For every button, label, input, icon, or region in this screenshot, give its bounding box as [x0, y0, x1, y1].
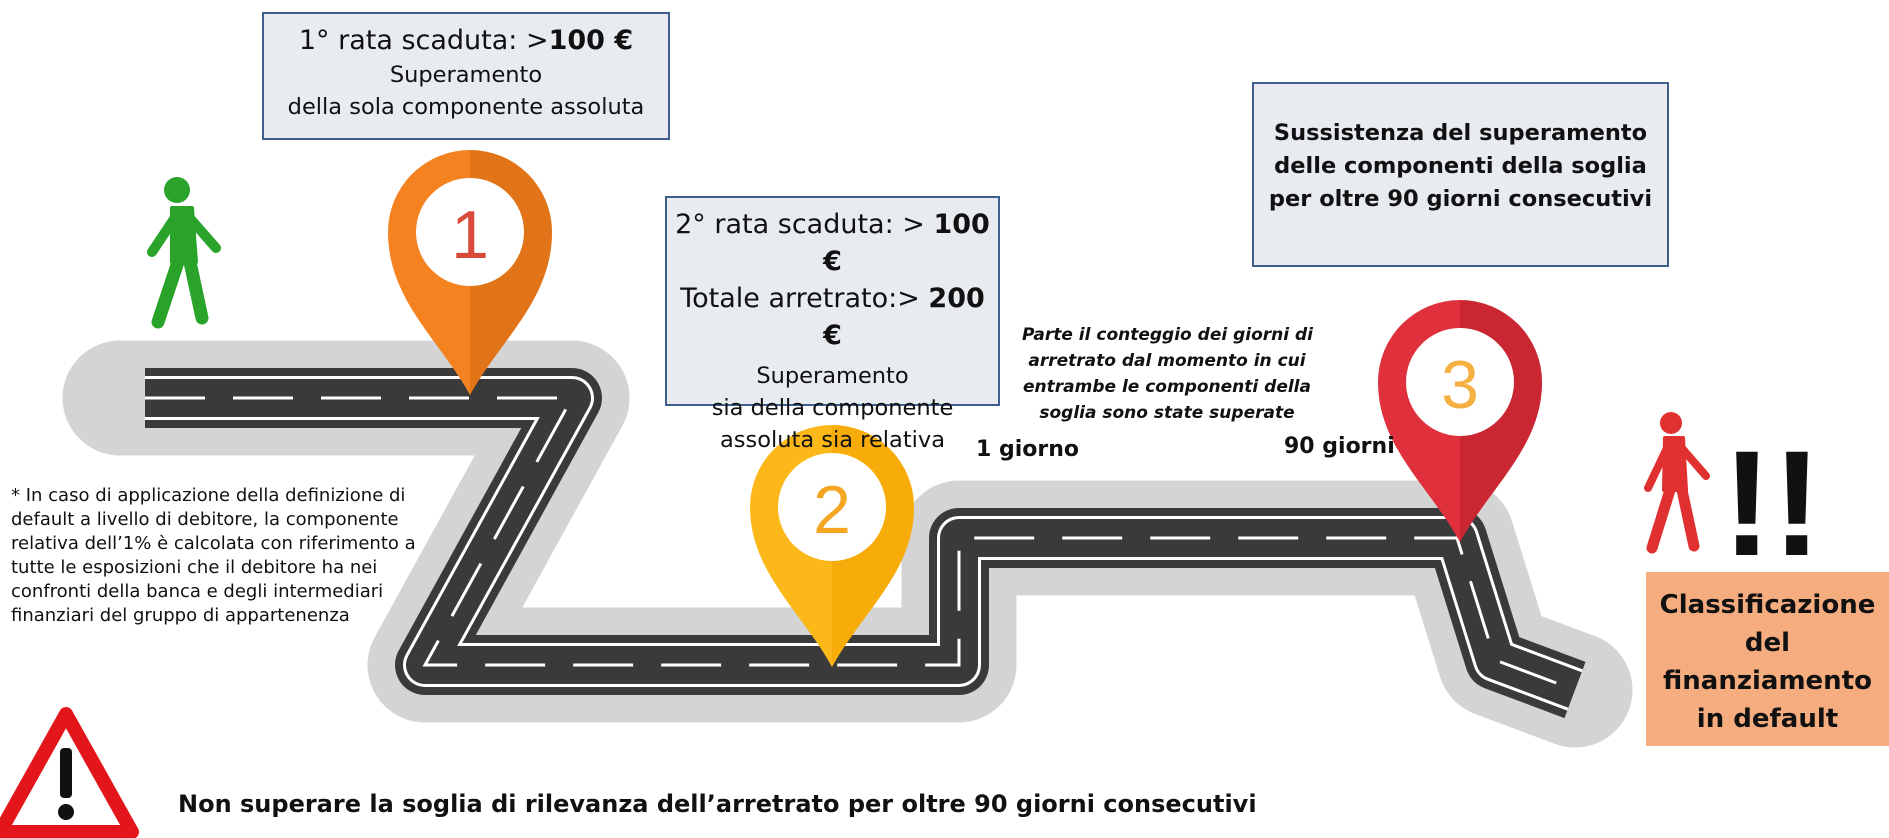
- pin-3-number: 3: [1441, 347, 1479, 423]
- step-1-rata-value: 100 €: [548, 25, 634, 56]
- footnote-line: confronti della banca e degli intermedia…: [11, 581, 384, 602]
- pin-3-marker: 3: [1378, 300, 1542, 542]
- walker-start-icon: [147, 177, 221, 329]
- pin-1-number: 1: [451, 197, 489, 273]
- default-line: finanziamento: [1663, 666, 1872, 696]
- day-1-label: 1 giorno: [976, 437, 1079, 462]
- warning-icon: [0, 707, 139, 838]
- counting-note-line: arretrato dal momento in cui: [1028, 351, 1306, 371]
- step-2-line-4: sia della componente: [711, 395, 954, 421]
- pin-1-marker: 1: [388, 150, 552, 395]
- default-classification-box: Classificazione del finanziamento in def…: [1646, 572, 1889, 746]
- step-2-line-5: assoluta sia relativa: [720, 427, 945, 453]
- counting-note-line: Parte il conteggio dei giorni di: [1022, 325, 1314, 345]
- step-2-totale-value: 200 €: [823, 283, 985, 351]
- step-3-line-1: Sussistenza del superamento: [1273, 120, 1648, 146]
- step-2-box: 2° rata scaduta: > 100 € Totale arretrat…: [665, 196, 1000, 453]
- step-2-totale-prefix: Totale arretrato:>: [680, 283, 929, 314]
- step-1-line-2: Superamento: [389, 62, 543, 88]
- step-3-line-2: delle componenti della soglia: [1274, 153, 1647, 179]
- counting-note-line: soglia sono state superate: [1039, 403, 1295, 423]
- step-2-rata-prefix: 2° rata scaduta: >: [675, 209, 934, 240]
- footnote-line: * In caso di applicazione della definizi…: [11, 485, 406, 506]
- footnote-line: finanziari del gruppo di appartenenza: [11, 605, 350, 626]
- step-2-rata-value: 100 €: [823, 209, 990, 277]
- walker-end-icon: [1644, 412, 1710, 554]
- step-1-rata-prefix: 1° rata scaduta: >: [298, 25, 549, 56]
- counting-note-line: entrambe le componenti della: [1023, 377, 1311, 397]
- counting-note: Parte il conteggio dei giorni di arretra…: [1022, 322, 1314, 426]
- step-3-line-3: per oltre 90 giorni consecutivi: [1268, 186, 1653, 212]
- step-1-box: 1° rata scaduta: >100 € Superamento dell…: [262, 12, 670, 140]
- footnote-line: tutte le esposizioni che il debitore ha …: [11, 557, 378, 578]
- step-3-box: Sussistenza del superamento delle compon…: [1252, 82, 1669, 267]
- pin-2-marker: 2: [750, 425, 914, 667]
- default-line: Classificazione: [1659, 590, 1876, 620]
- day-90-label: 90 giorni: [1284, 434, 1395, 459]
- warning-message: Non superare la soglia di rilevanza dell…: [178, 790, 1257, 818]
- footnote-line: relativa dell’1% è calcolata con riferim…: [11, 533, 416, 554]
- step-1-line-3: della sola componente assoluta: [287, 94, 645, 120]
- footnote: * In caso di applicazione della definizi…: [11, 484, 416, 628]
- default-line: del: [1744, 628, 1791, 658]
- exclamation-icon: !!: [1722, 419, 1822, 587]
- footnote-line: default a livello di debitore, la compon…: [11, 509, 399, 530]
- default-line: in default: [1696, 704, 1839, 734]
- pin-2-number: 2: [813, 472, 851, 548]
- road-center-dashes: [145, 396, 1576, 692]
- step-2-line-3: Superamento: [756, 363, 909, 389]
